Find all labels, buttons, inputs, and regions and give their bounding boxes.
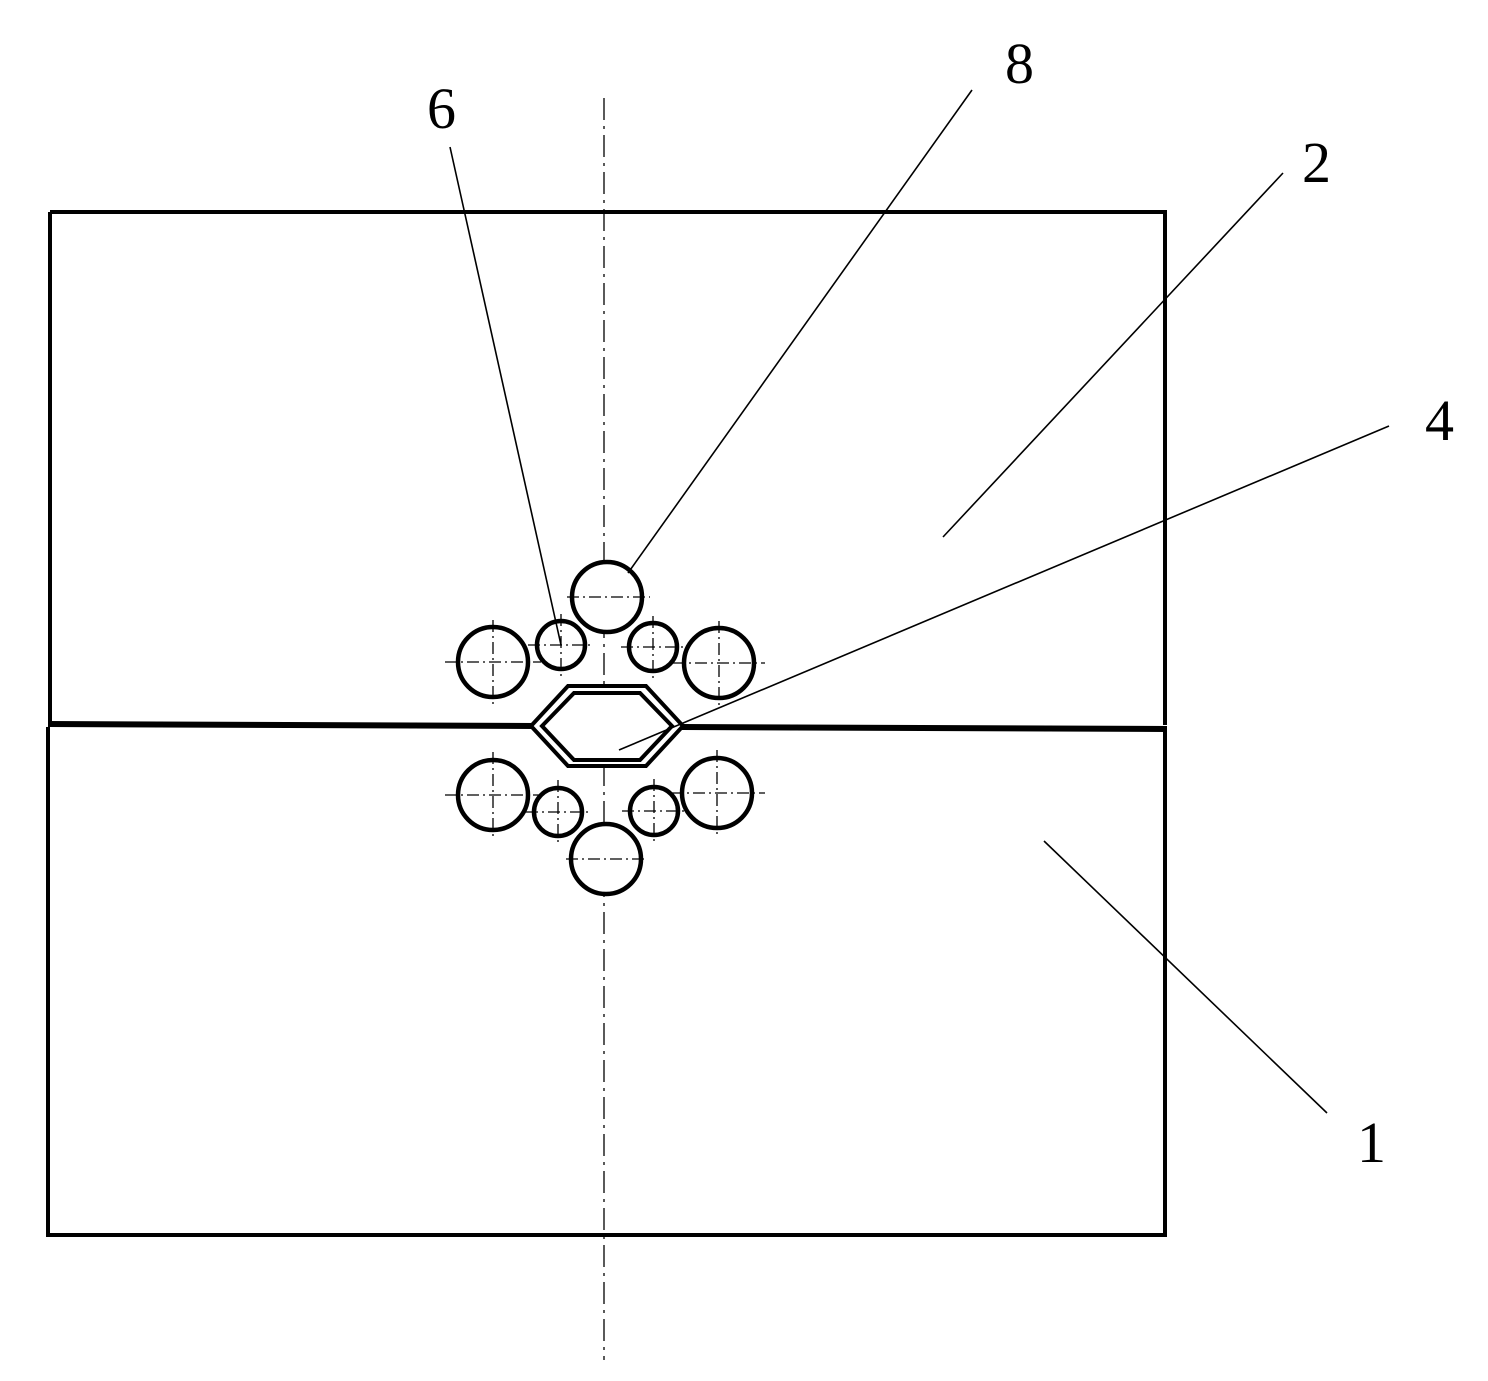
plate-seam-left — [47, 721, 536, 729]
plate-seam-right — [681, 724, 1168, 732]
hole-center-marks — [445, 596, 765, 860]
upper-plate — [48, 210, 1167, 725]
lower-plate — [46, 727, 1167, 1237]
leader-6 — [449, 146, 562, 646]
callout-6: 6 — [427, 76, 456, 141]
leader-2 — [942, 172, 1284, 538]
callout-2: 2 — [1302, 130, 1331, 195]
callout-4: 4 — [1425, 388, 1454, 453]
callout-8: 8 — [1005, 31, 1034, 96]
center-slot-inner — [539, 691, 675, 762]
callout-1: 1 — [1357, 1110, 1386, 1175]
leader-1 — [1043, 840, 1328, 1114]
leader-4 — [618, 425, 1390, 751]
leader-8 — [627, 89, 973, 574]
